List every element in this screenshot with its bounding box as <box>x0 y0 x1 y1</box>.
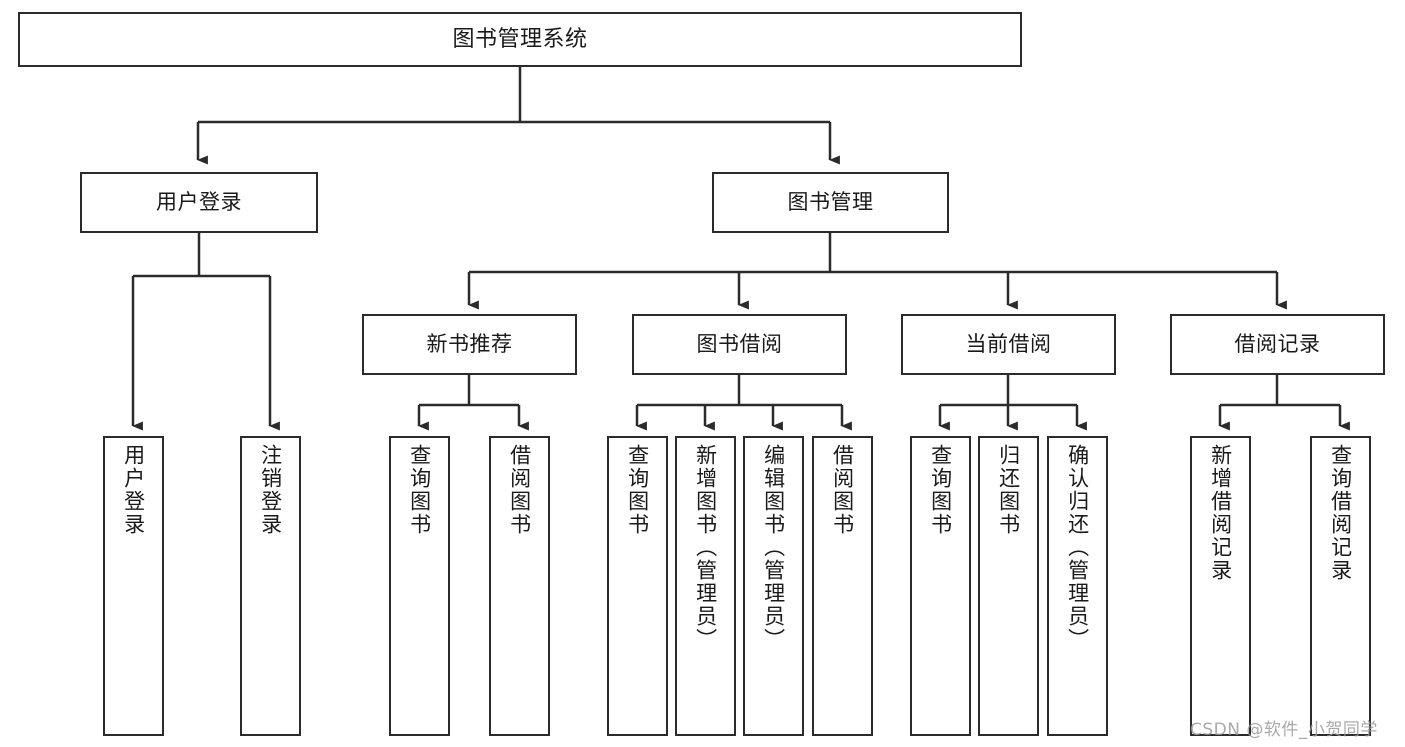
node-label: 用户登录 <box>121 444 146 536</box>
node-leaf-query-book-3[interactable]: 查询图书 <box>910 436 971 736</box>
node-leaf-borrow-book-1[interactable]: 借阅图书 <box>489 436 550 736</box>
node-leaf-query-book-1[interactable]: 查询图书 <box>389 436 450 736</box>
node-label: 查询图书 <box>625 444 650 536</box>
node-label: 归还图书 <box>996 444 1021 536</box>
node-root-book-management-system[interactable]: 图书管理系统 <box>18 12 1022 67</box>
node-label: 查询图书 <box>928 444 953 536</box>
node-new-book-recommend[interactable]: 新书推荐 <box>362 314 577 375</box>
node-leaf-user-login[interactable]: 用户登录 <box>103 436 164 736</box>
node-leaf-return-book[interactable]: 归还图书 <box>978 436 1039 736</box>
watermark-text: CSDN @软件_小贺同学 <box>1190 720 1378 740</box>
node-current-borrow[interactable]: 当前借阅 <box>901 314 1116 375</box>
node-leaf-edit-book[interactable]: 编辑图书（管理员） <box>743 436 804 736</box>
node-label: 借阅记录 <box>1234 332 1321 357</box>
node-label: 当前借阅 <box>965 332 1052 357</box>
node-leaf-confirm-return[interactable]: 确认归还（管理员） <box>1047 436 1108 736</box>
node-book-borrow[interactable]: 图书借阅 <box>632 314 847 375</box>
node-label: 查询图书 <box>407 444 432 536</box>
node-label: 新增图书（管理员） <box>693 444 718 651</box>
node-label: 借阅图书 <box>830 444 855 536</box>
node-label: 编辑图书（管理员） <box>761 444 786 651</box>
node-label: 新增借阅记录 <box>1208 444 1233 582</box>
node-label: 图书管理系统 <box>452 26 588 52</box>
node-label: 图书借阅 <box>696 332 783 357</box>
node-label: 注销登录 <box>258 444 283 536</box>
node-label: 新书推荐 <box>426 332 513 357</box>
node-label: 确认归还（管理员） <box>1065 444 1090 651</box>
node-label: 查询借阅记录 <box>1328 444 1353 582</box>
node-label: 用户登录 <box>156 190 242 215</box>
node-leaf-add-record[interactable]: 新增借阅记录 <box>1190 436 1251 736</box>
node-leaf-query-record[interactable]: 查询借阅记录 <box>1310 436 1371 736</box>
node-leaf-logout-login[interactable]: 注销登录 <box>240 436 301 736</box>
node-user-login[interactable]: 用户登录 <box>80 172 318 233</box>
node-leaf-query-book-2[interactable]: 查询图书 <box>607 436 668 736</box>
node-label: 借阅图书 <box>507 444 532 536</box>
node-leaf-borrow-book-2[interactable]: 借阅图书 <box>812 436 873 736</box>
node-borrow-record[interactable]: 借阅记录 <box>1170 314 1385 375</box>
node-leaf-add-book[interactable]: 新增图书（管理员） <box>675 436 736 736</box>
node-book-manage[interactable]: 图书管理 <box>712 172 949 233</box>
node-label: 图书管理 <box>787 190 874 215</box>
